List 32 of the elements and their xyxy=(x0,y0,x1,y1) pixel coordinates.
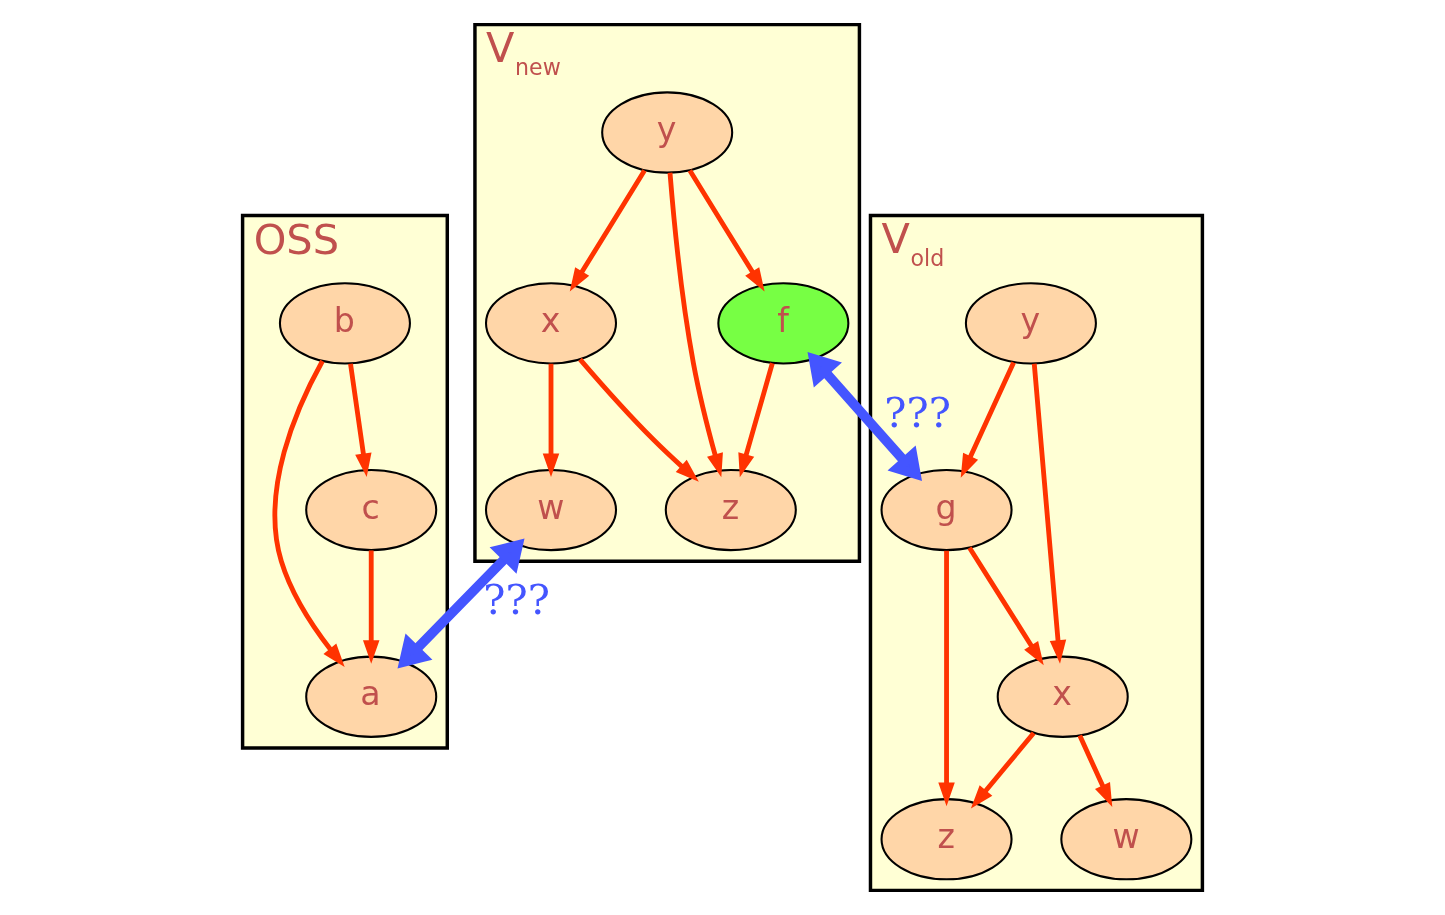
node-ellipse: y xyxy=(964,282,1097,365)
arrow xyxy=(1077,734,1113,807)
arrow xyxy=(569,169,647,292)
arrow xyxy=(807,351,922,481)
arrow xyxy=(348,363,372,477)
node-ellipse: x xyxy=(484,282,618,365)
node-ellipse: w xyxy=(484,468,618,552)
arrow xyxy=(397,538,525,669)
arrow xyxy=(578,357,699,482)
node-ellipse: z xyxy=(664,468,797,552)
node-ellipse: c xyxy=(305,468,438,552)
arrow xyxy=(938,550,955,807)
node-ellipse: a xyxy=(305,655,438,738)
arrow xyxy=(1031,363,1067,664)
edge-label: ??? xyxy=(884,388,952,438)
arrow xyxy=(272,359,345,668)
arrow xyxy=(738,362,775,478)
node-ellipse: x xyxy=(996,655,1129,738)
arrow xyxy=(687,169,765,292)
node-ellipse: z xyxy=(880,798,1013,881)
node-ellipse: w xyxy=(1060,798,1193,881)
node-ellipse: g xyxy=(880,468,1013,552)
arrow xyxy=(362,550,380,664)
arrow xyxy=(960,361,1016,478)
arrow xyxy=(967,546,1044,666)
edge-label: ??? xyxy=(483,574,550,624)
node-ellipse: f xyxy=(717,282,850,365)
arrow xyxy=(667,172,723,478)
node-ellipse: y xyxy=(601,91,734,174)
node-ellipse: b xyxy=(278,282,411,365)
arrow xyxy=(542,363,560,478)
arrow xyxy=(970,731,1036,809)
